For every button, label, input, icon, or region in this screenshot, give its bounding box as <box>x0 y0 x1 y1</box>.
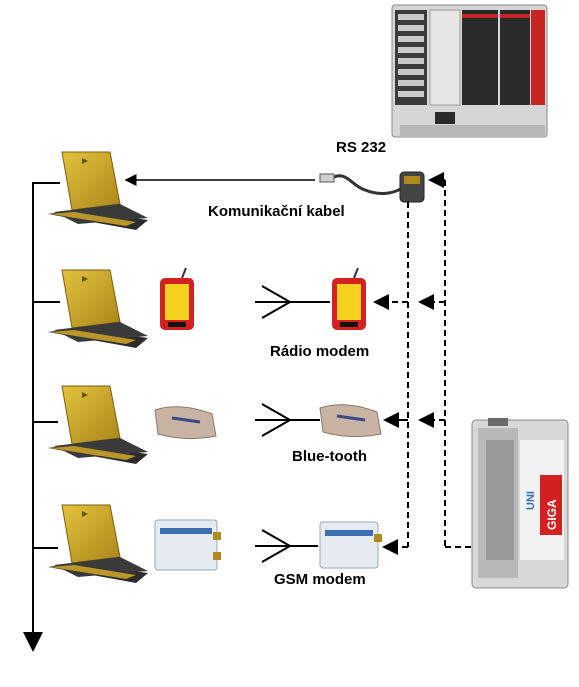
gsm-label: GSM modem <box>274 571 366 588</box>
radio-modem-left <box>160 267 194 330</box>
laptop-3 <box>47 385 149 465</box>
gsm-modem-left <box>154 519 221 571</box>
bluetooth-antenna <box>255 403 320 437</box>
plc-device <box>391 4 548 138</box>
giga-text: GIGA <box>545 499 559 530</box>
gsm-antenna <box>255 529 318 563</box>
radio-antenna <box>255 285 330 319</box>
uni-text: UNI <box>525 491 537 510</box>
bluetooth-right <box>319 404 382 438</box>
laptop-2 <box>47 269 149 349</box>
laptop-1 <box>47 151 149 231</box>
laptop-4 <box>47 504 149 584</box>
communication-cable <box>319 171 425 203</box>
radio-modem-right <box>332 267 366 330</box>
rs232-label: RS 232 <box>336 139 386 156</box>
cable-label: Komunikační kabel <box>208 203 345 220</box>
bluetooth-label: Blue-tooth <box>292 448 367 465</box>
bluetooth-left <box>154 406 217 440</box>
radio-label: Rádio modem <box>270 343 369 360</box>
gsm-modem-right <box>319 521 382 569</box>
unigiga-device: UNI GIGA <box>471 418 569 589</box>
